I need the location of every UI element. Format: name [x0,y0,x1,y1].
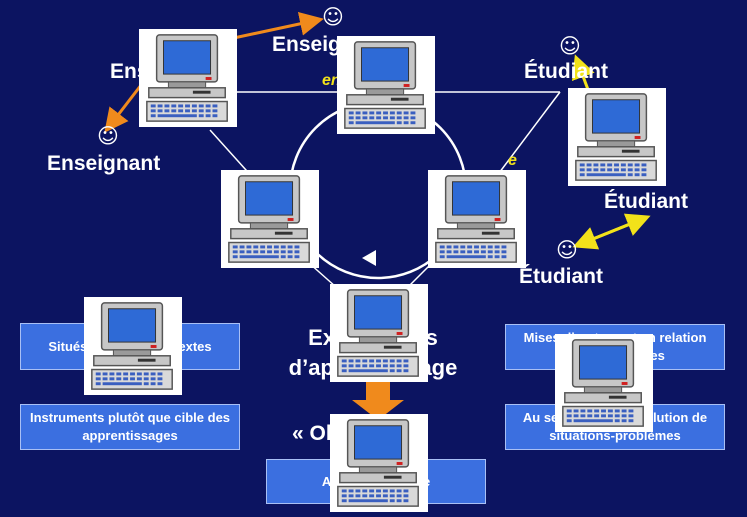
label-etudiant-bottom: Étudiant [519,265,603,288]
computer-icon [330,284,428,382]
label-etudiant-middle: Étudiant [604,190,688,213]
label-etudiant-top: Étudiant [524,60,608,83]
smiley-icon: ☺ [556,238,578,262]
arrow-down-icon [352,382,404,420]
computer-icon [337,36,435,134]
smiley-icon: ☺ [559,34,581,58]
computer-icon [428,170,526,268]
computer-icon [84,297,182,395]
cycle-arrowhead [362,250,376,266]
smiley-icon: ☺ [97,124,119,148]
computer-icon [555,334,653,432]
computer-icon [568,88,666,186]
computer-icon [221,170,319,268]
label-enseignant-bottom: Enseignant [47,152,161,175]
computer-icon [330,414,428,512]
computer-icon [139,29,237,127]
smiley-icon: ☺ [322,5,344,29]
line-right-diag [489,91,561,186]
orange-arrow-left [104,79,147,133]
box-instruments: Instruments plutôt que cible des apprent… [20,404,240,450]
yellow-arrow-bottom-b [572,216,646,250]
label-center-italic-right: e [508,152,517,169]
